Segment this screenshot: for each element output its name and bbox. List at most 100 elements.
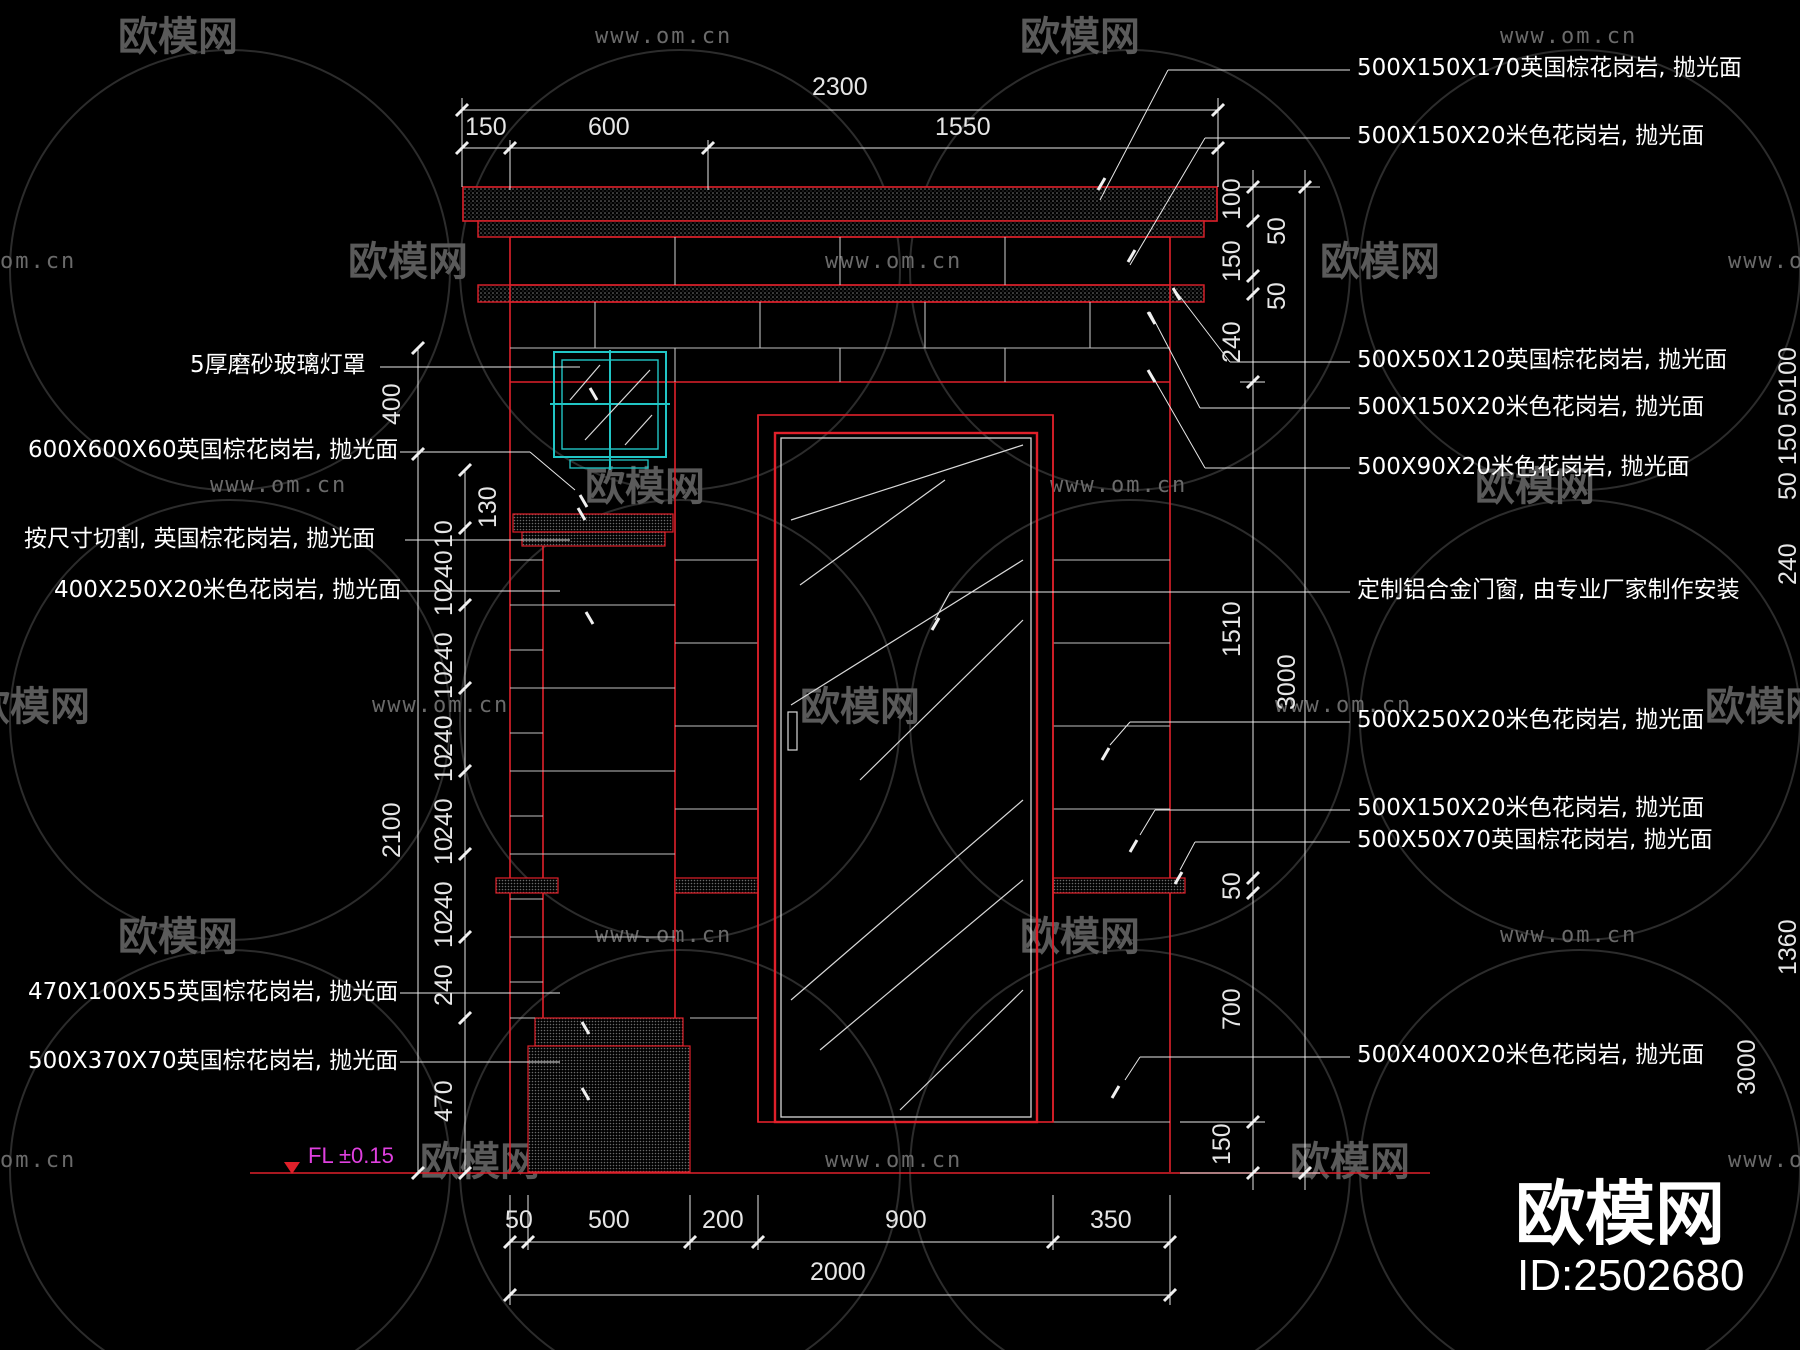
- dim-joint: 10: [430, 520, 458, 548]
- dim-total-outer: 3000: [1733, 1039, 1761, 1095]
- dim-door-bay: 1550: [935, 113, 991, 141]
- watermark-brand: 欧模网: [118, 14, 238, 60]
- watermark-url: www.om.cn: [1728, 1148, 1800, 1173]
- watermark-url: www.om.cn: [1500, 24, 1637, 49]
- dim-dado: 700: [1218, 988, 1246, 1030]
- dim-joint: 10: [430, 754, 458, 782]
- floor-level-label: FL ±0.15: [308, 1143, 394, 1168]
- dim-capital: 130: [474, 486, 502, 528]
- dim-frieze: 240: [1218, 321, 1246, 363]
- watermark-url: www.om.cn: [1728, 249, 1800, 274]
- dim-cornice-band: 150: [1218, 240, 1246, 282]
- cornice: [462, 186, 1218, 303]
- note-frosted-glass-lampshade: 5厚磨砂玻璃灯罩: [190, 352, 366, 378]
- watermark-brand: 欧模网: [1020, 14, 1140, 60]
- watermark-brand: 欧模网: [1705, 684, 1800, 730]
- dim-course: 240: [430, 881, 458, 923]
- sill-band: [495, 877, 1186, 894]
- watermark-brand: 欧模网: [585, 464, 705, 510]
- watermark-url: www.om.cn: [825, 1148, 962, 1173]
- dim-plinth: 150: [1208, 1123, 1236, 1165]
- watermark-url: www.om.cn: [1050, 473, 1187, 498]
- note-cornice-top: 500X150X170英国棕花岗岩, 抛光面: [1357, 55, 1742, 81]
- dim-left-offset: 150: [465, 113, 507, 141]
- left-wall-courses: [510, 559, 543, 1019]
- dim-overall-width: 2300: [812, 73, 868, 101]
- watermark-brand: 欧模网: [800, 684, 920, 730]
- watermark-brand: 欧模网: [348, 239, 468, 285]
- dim-window-bay: 600: [588, 113, 630, 141]
- dim-pier-gap: 200: [702, 1206, 744, 1234]
- watermark-url: om.cn: [0, 249, 76, 274]
- right-notes: 500X150X170英国棕花岗岩, 抛光面 500X150X20米色花岗岩, …: [1357, 55, 1742, 1068]
- glass-hatch: [790, 444, 1024, 1111]
- frieze-joints: [510, 237, 1170, 382]
- note-pier-cladding: 400X250X20米色花岗岩, 抛光面: [54, 577, 401, 603]
- dim-door-zone: 1510: [1218, 601, 1246, 657]
- dim-joint: 10: [430, 671, 458, 699]
- dim-base: 470: [430, 1080, 458, 1122]
- note-frieze-lower: 500X90X20米色花岗岩, 抛光面: [1357, 454, 1690, 480]
- left-leaders: [380, 366, 599, 1101]
- dim-door: 900: [885, 1206, 927, 1234]
- dim-edge-top: 50 150 50100: [1774, 347, 1800, 500]
- note-base-block: 500X370X70英国棕花岗岩, 抛光面: [28, 1048, 398, 1074]
- dim-pier-height: 2100: [378, 802, 406, 858]
- right-leaders: [930, 69, 1350, 1099]
- note-cornice-band: 500X150X20米色花岗岩, 抛光面: [1357, 123, 1704, 149]
- dim-base-projection: 50: [505, 1206, 533, 1234]
- watermark-url: www.om.cn: [825, 249, 962, 274]
- note-base-cap: 470X100X55英国棕花岗岩, 抛光面: [28, 979, 398, 1005]
- dim-sill: 50: [1218, 872, 1246, 900]
- dim-course: 240: [430, 715, 458, 757]
- note-capital-slab: 600X600X60英国棕花岗岩, 抛光面: [28, 437, 398, 463]
- dim-edge-middle: 240: [1774, 543, 1800, 585]
- dim-joint: 10: [430, 920, 458, 948]
- note-wall-cladding: 500X250X20米色花岗岩, 抛光面: [1357, 707, 1704, 733]
- watermark-brand: 欧模网: [118, 914, 238, 960]
- dim-total-inner: 3000: [1273, 654, 1301, 710]
- watermark-circles: [9, 49, 1800, 1350]
- watermark-brand: 欧模网: [0, 684, 90, 730]
- watermark-brand: 欧模网: [420, 1139, 540, 1185]
- dim-right-wall: 350: [1090, 1206, 1132, 1234]
- right-wall-courses: [1052, 415, 1170, 1123]
- note-frieze-upper: 500X150X20米色花岗岩, 抛光面: [1357, 394, 1704, 420]
- watermark-url: www.om.cn: [372, 693, 509, 718]
- brand-block: 欧模网 ID:2502680: [1515, 1173, 1745, 1300]
- note-cut-to-size: 按尺寸切割, 英国棕花岗岩, 抛光面: [24, 526, 375, 552]
- brand-logo: 欧模网: [1515, 1173, 1725, 1255]
- wall-lamp: [550, 350, 670, 470]
- dim-lamp-zone: 400: [378, 383, 406, 425]
- left-notes: 5厚磨砂玻璃灯罩 600X600X60英国棕花岗岩, 抛光面 按尺寸切割, 英国…: [24, 352, 401, 1074]
- dim-course: 240: [430, 550, 458, 592]
- door: [757, 414, 1054, 1124]
- left-pier: [512, 382, 691, 1173]
- dim-joint: 10: [430, 588, 458, 616]
- watermark-url: www.om.cn: [1500, 923, 1637, 948]
- dim-course: 240: [430, 632, 458, 674]
- note-dado-cladding: 500X400X20米色花岗岩, 抛光面: [1357, 1042, 1704, 1068]
- dim-overall-bottom: 2000: [810, 1258, 866, 1286]
- note-cornice-bottom: 500X50X120英国棕花岗岩, 抛光面: [1357, 347, 1727, 373]
- watermark-url: om.cn: [0, 1148, 76, 1173]
- watermark-url: www.om.cn: [595, 923, 732, 948]
- top-dimensions: 2300 150 600 1550: [454, 73, 1226, 190]
- edge-dimensions: 50 150 50100 240 1360: [1774, 347, 1800, 975]
- dim-pier: 500: [588, 1206, 630, 1234]
- bottom-dimensions: 50 500 200 900 350 2000: [502, 1195, 1178, 1305]
- model-id: ID:2502680: [1517, 1251, 1745, 1300]
- watermark-brand: 欧模网: [1320, 239, 1440, 285]
- dim-joint: 10: [430, 837, 458, 865]
- dim-course: 240: [430, 798, 458, 840]
- door-handle: [787, 711, 798, 751]
- watermark-url: www.om.cn: [595, 24, 732, 49]
- dim-edge-lower: 1360: [1774, 919, 1800, 975]
- watermark-url: www.om.cn: [1275, 693, 1412, 718]
- note-sill-band: 500X50X70英国棕花岗岩, 抛光面: [1357, 827, 1713, 853]
- dim-cornice-split: 50: [1263, 217, 1291, 245]
- dim-cornice-bottom: 50: [1263, 282, 1291, 310]
- dim-course: 240: [430, 964, 458, 1006]
- note-sill-upper: 500X150X20米色花岗岩, 抛光面: [1357, 795, 1704, 821]
